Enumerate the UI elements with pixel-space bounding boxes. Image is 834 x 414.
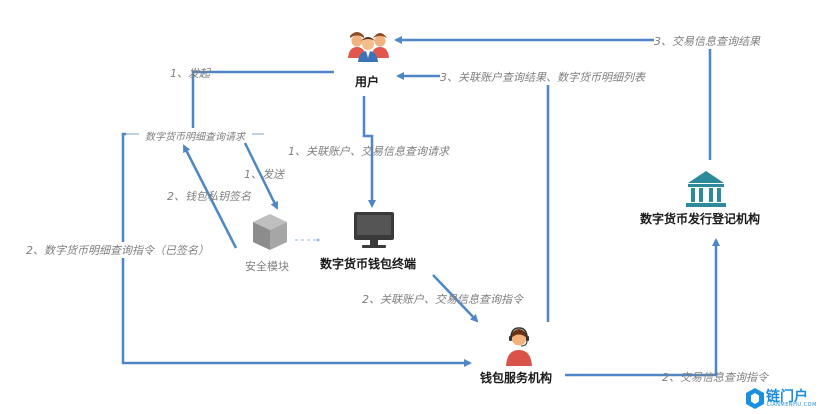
service-agent-icon [506,327,532,366]
edge-initiate [191,70,334,128]
security-link-dot [316,238,320,242]
bank-icon [686,171,726,207]
edge-signed-cmd-label: 2、数字货币明细查询指令（已签名） [26,242,209,258]
edge-initiate-label: 1、发起 [170,67,210,80]
edge-link-result-label: 3、关联账户查询结果、数字货币明细列表 [440,69,645,85]
security-cube-icon [253,214,287,250]
wallet-terminal-label: 数字货币钱包终端 [320,257,417,271]
edge-send [243,142,279,210]
users-icon [348,32,389,62]
watermark-subtext: LIANMENHU.COM [767,402,817,408]
wallet-service-label: 钱包服务机构 [480,371,553,385]
edge-sign [182,144,238,249]
logo-icon [746,388,764,409]
edge-link-result [396,72,550,322]
edge-tx-cmd [565,238,720,377]
edge-send-label: 1、发送 [244,168,284,181]
monitor-icon [354,212,394,248]
edge-tx-result-label: 3、交易信息查询结果 [654,33,760,49]
edge-link-cmd-label: 2、关联账户、交易信息查询指令 [362,293,523,306]
registry-label: 数字货币发行登记机构 [640,212,761,226]
request-box-label: 数字货币明细查询请求 [145,132,245,143]
edge-tx-cmd-label: 2、交易信息查询指令 [662,371,768,384]
user-label: 用户 [355,75,380,89]
security-module-label: 安全模块 [245,260,289,273]
edge-tx-result [394,36,712,160]
edge-link-cmd [432,274,479,323]
edge-sign-label: 2、钱包私钥签名 [167,190,251,203]
edge-link-query [362,96,376,208]
edge-link-query-label: 1、关联账户、交易信息查询请求 [288,145,449,158]
watermark-text: 链门户 [766,389,808,405]
